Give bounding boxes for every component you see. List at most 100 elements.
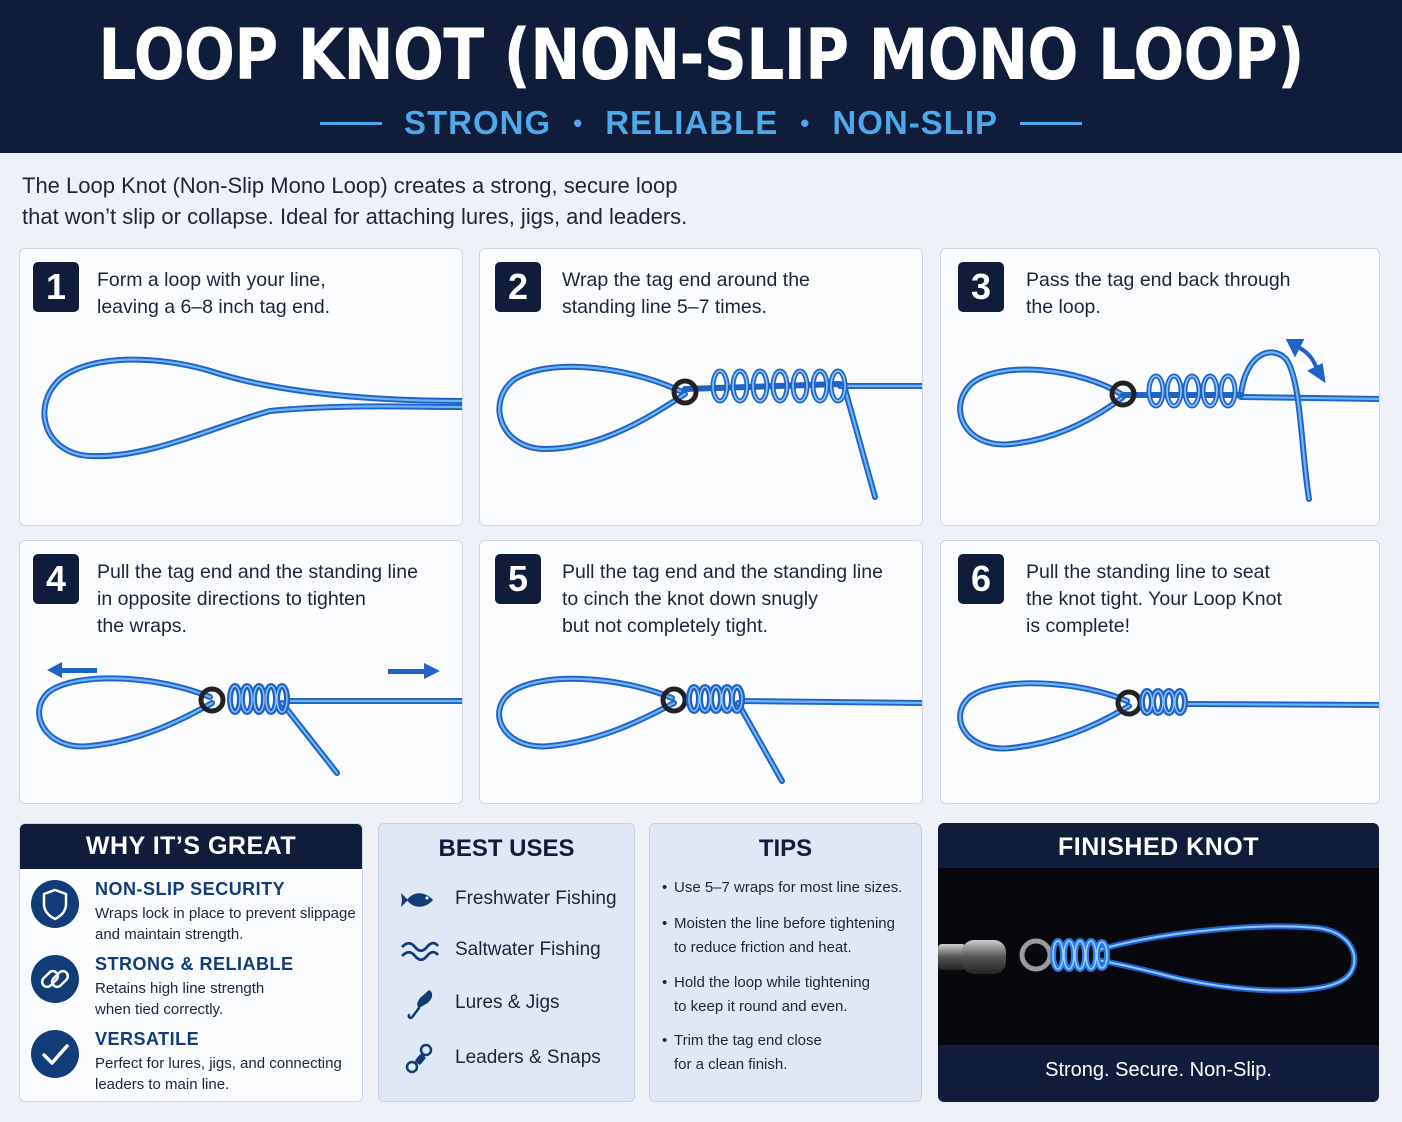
- curved-arrow-icon: [1285, 339, 1326, 384]
- tip-line: Hold the loop while tightening: [674, 974, 870, 991]
- why-item-title: NON-SLIP SECURITY: [95, 879, 286, 899]
- tip-line: to keep it round and even.: [674, 998, 848, 1015]
- step-instruction: Pull the tag end and the standing line i…: [97, 559, 452, 640]
- snap-icon: [405, 1043, 433, 1074]
- jig-icon: [407, 990, 433, 1020]
- tips-panel: TIPS Use 5–7 wraps for most line sizes. …: [649, 823, 922, 1102]
- tip-line: Use 5–7 wraps for most line sizes.: [674, 879, 903, 896]
- tagline-strong: STRONG: [403, 104, 552, 141]
- step-card-3: 3 Pass the tag end back through the loop…: [940, 248, 1380, 526]
- why-item-desc: Retains high line strength when tied cor…: [95, 980, 265, 1018]
- step-card-2: 2 Wrap the tag end around the standing l…: [479, 248, 923, 526]
- use-label: Saltwater Fishing: [455, 939, 601, 960]
- header-banner: LOOP KNOT (NON-SLIP MONO LOOP) STRONG • …: [0, 0, 1402, 153]
- why-item-versatile: VERSATILE Perfect for lures, jigs, and c…: [20, 1029, 360, 1101]
- wave-icon: [401, 941, 439, 962]
- use-label: Leaders & Snaps: [455, 1047, 601, 1068]
- use-item-lures: Lures & Jigs: [379, 984, 634, 1024]
- tagline-rule-left: [319, 121, 382, 125]
- step-instruction: Pull the tag end and the standing line t…: [562, 559, 912, 640]
- use-item-saltwater: Saltwater Fishing: [379, 931, 634, 971]
- tip-item: Moisten the line before tightening to re…: [662, 912, 916, 960]
- step-instruction: Wrap the tag end around the standing lin…: [562, 267, 912, 321]
- link-icon: [31, 955, 79, 1003]
- step-number: 4: [33, 554, 79, 604]
- step-number: 6: [958, 554, 1004, 604]
- step-number: 5: [495, 554, 541, 604]
- tagline-non-slip: NON-SLIP: [832, 104, 999, 141]
- why-item-title: STRONG & RELIABLE: [95, 954, 294, 974]
- step-number: 1: [33, 262, 79, 312]
- tagline: STRONG • RELIABLE • NON-SLIP: [0, 104, 1402, 142]
- use-item-leaders: Leaders & Snaps: [379, 1039, 634, 1079]
- why-its-great-panel: WHY IT’S GREAT NON-SLIP SECURITY Wraps l…: [19, 823, 363, 1102]
- use-label: Freshwater Fishing: [455, 888, 617, 909]
- step-line: is complete!: [1026, 615, 1131, 637]
- step-line: Pull the tag end and the standing line: [562, 561, 883, 583]
- knot-illustration: [36, 662, 462, 776]
- step-line: the knot tight. Your Loop Knot: [1026, 588, 1282, 610]
- intro-text: The Loop Knot (Non-Slip Mono Loop) creat…: [22, 170, 782, 232]
- check-icon: [31, 1030, 79, 1078]
- finished-caption: Strong. Secure. Non-Slip.: [1045, 1059, 1272, 1081]
- step-line: Pull the standing line to seat: [1026, 561, 1270, 583]
- step-line: but not completely tight.: [562, 615, 768, 637]
- step-instruction: Form a loop with your line, leaving a 6–…: [97, 267, 452, 321]
- step-card-6: 6 Pull the standing line to seat the kno…: [940, 540, 1380, 804]
- step-line: the loop.: [1026, 296, 1101, 318]
- tagline-reliable: RELIABLE: [605, 104, 779, 141]
- intro-line: that won’t slip or collapse. Ideal for a…: [22, 204, 688, 229]
- tip-line: Trim the tag end close: [674, 1032, 822, 1049]
- knot-illustration: [957, 680, 1379, 752]
- arrow-left-icon: [47, 662, 97, 678]
- tips-heading: TIPS: [758, 835, 813, 862]
- step-line: in opposite directions to tighten: [97, 588, 366, 610]
- tip-line: for a clean finish.: [674, 1056, 788, 1073]
- why-item-non-slip: NON-SLIP SECURITY Wraps lock in place to…: [20, 879, 360, 951]
- intro-line: The Loop Knot (Non-Slip Mono Loop) creat…: [22, 173, 678, 198]
- tagline-separator: •: [573, 107, 584, 138]
- use-item-freshwater: Freshwater Fishing: [379, 880, 634, 920]
- best-uses-panel: BEST USES Freshwater Fishing Saltwater F…: [378, 823, 635, 1102]
- step-number: 3: [958, 262, 1004, 312]
- step-card-4: 4 Pull the tag end and the standing line…: [19, 540, 463, 804]
- page-title: LOOP KNOT (NON-SLIP MONO LOOP): [98, 14, 1304, 96]
- fish-icon: [401, 893, 433, 907]
- tip-line: Moisten the line before tightening: [674, 915, 895, 932]
- tagline-separator: •: [800, 107, 811, 138]
- tip-item: Trim the tag end close for a clean finis…: [662, 1029, 916, 1077]
- finished-knot-photo: [938, 868, 1379, 1045]
- step-line: Form a loop with your line,: [97, 269, 326, 291]
- uses-heading: BEST USES: [438, 835, 575, 862]
- knot-illustration: [496, 363, 922, 500]
- step-line: Pass the tag end back through: [1026, 269, 1291, 291]
- knot-illustration: [957, 339, 1379, 502]
- step-line: Wrap the tag end around the: [562, 269, 810, 291]
- tip-item: Use 5–7 wraps for most line sizes.: [662, 876, 916, 900]
- finished-heading: FINISHED KNOT: [1058, 833, 1259, 861]
- use-label: Lures & Jigs: [455, 992, 560, 1013]
- step-line: to cinch the knot down snugly: [562, 588, 818, 610]
- why-item-title: VERSATILE: [95, 1029, 200, 1049]
- step-line: the wraps.: [97, 615, 187, 637]
- why-heading: WHY IT’S GREAT: [20, 824, 362, 869]
- shield-icon: [31, 880, 79, 928]
- tip-item: Hold the loop while tightening to keep i…: [662, 971, 916, 1019]
- step-instruction: Pull the standing line to seat the knot …: [1026, 559, 1369, 640]
- step-line: leaving a 6–8 inch tag end.: [97, 296, 331, 318]
- tip-line: to reduce friction and heat.: [674, 939, 852, 956]
- knot-illustration: [496, 675, 922, 784]
- knot-illustration: [41, 356, 462, 460]
- step-number: 2: [495, 262, 541, 312]
- why-item-desc: Wraps lock in place to prevent slippage …: [95, 905, 356, 943]
- arrow-right-icon: [388, 663, 440, 679]
- why-item-strong: STRONG & RELIABLE Retains high line stre…: [20, 954, 360, 1026]
- finished-knot-panel: FINISHED KNOT Strong: [938, 823, 1379, 1102]
- tagline-rule-right: [1020, 121, 1083, 125]
- step-line: standing line 5–7 times.: [562, 296, 767, 318]
- step-card-1: 1 Form a loop with your line, leaving a …: [19, 248, 463, 526]
- step-line: Pull the tag end and the standing line: [97, 561, 418, 583]
- step-card-5: 5 Pull the tag end and the standing line…: [479, 540, 923, 804]
- why-item-desc: Perfect for lures, jigs, and connecting …: [95, 1055, 342, 1093]
- step-instruction: Pass the tag end back through the loop.: [1026, 267, 1369, 321]
